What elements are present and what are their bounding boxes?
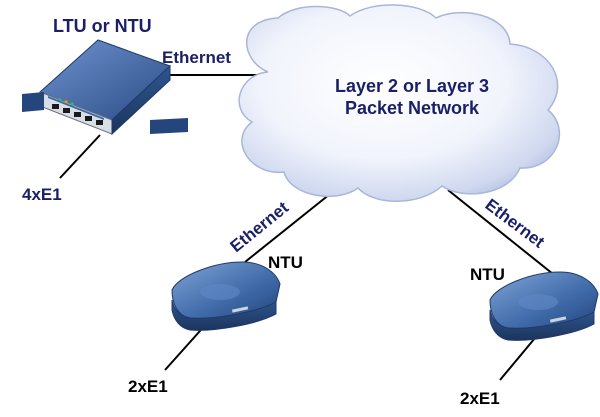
ltu-tributary-label: 4xE1 (22, 185, 62, 204)
rack-mount-ltu-icon (22, 39, 188, 136)
network-title-line2: Packet Network (345, 98, 480, 118)
network-cloud-icon (238, 4, 561, 202)
ethernet-top-label: Ethernet (162, 48, 231, 67)
desktop-ntu-icon-right (489, 271, 599, 341)
ntu-left-label: NTU (268, 253, 303, 272)
desktop-ntu-icon-left (171, 261, 281, 331)
ltu-tributary-link (59, 134, 101, 179)
network-title-line1: Layer 2 or Layer 3 (335, 76, 489, 96)
ethernet-left-label: Ethernet (227, 198, 293, 256)
ntu-right-tributary-label: 2xE1 (460, 389, 500, 408)
ntu-left-tributary-label: 2xE1 (128, 377, 168, 396)
ntu-right-label: NTU (470, 265, 505, 284)
ntu-right-tributary-link (499, 331, 541, 381)
ntu-right-ethernet-link (447, 189, 559, 279)
ltu-title-label: LTU or NTU (53, 16, 152, 36)
